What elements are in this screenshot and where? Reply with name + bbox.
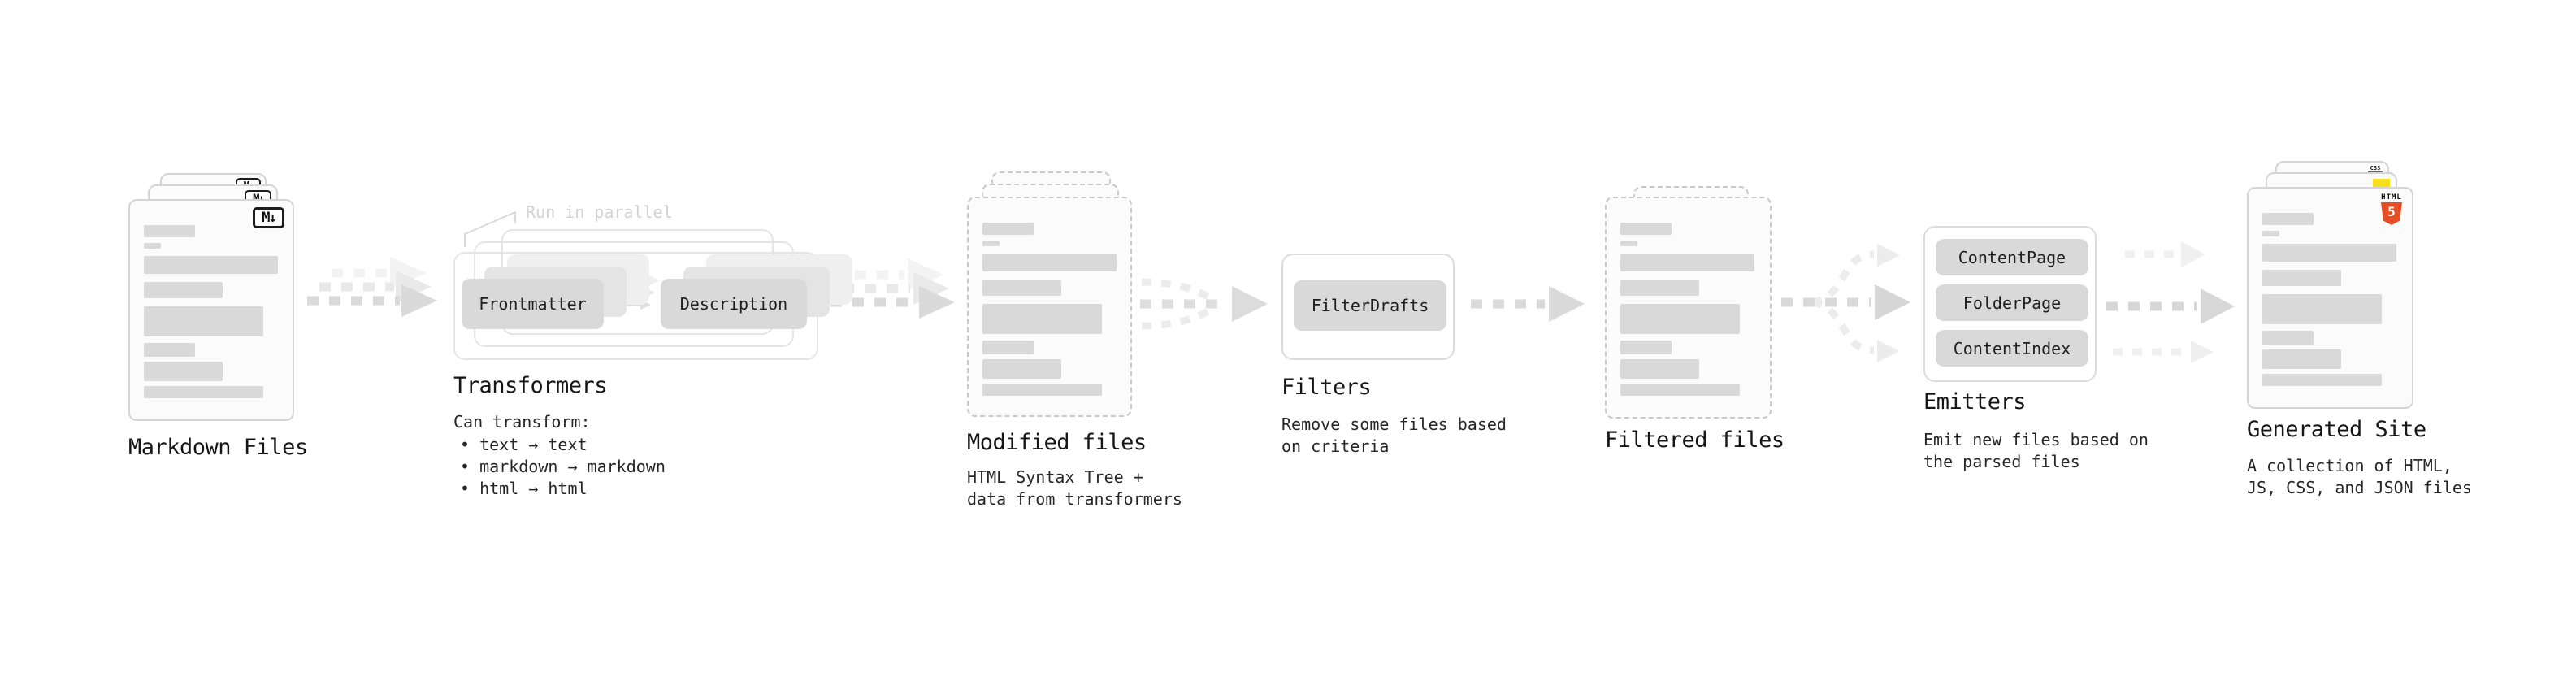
transformers-label: Transformers	[453, 373, 608, 398]
placeholder-bar	[1620, 254, 1754, 271]
placeholder-bar	[144, 343, 195, 357]
placeholder-bar	[982, 254, 1117, 271]
placeholder-bar	[144, 225, 195, 237]
placeholder-bar	[2262, 213, 2314, 225]
emitters-desc-line: the parsed files	[1923, 452, 2080, 471]
placeholder-bar	[144, 282, 223, 298]
modified-files-desc-line: data from transformers	[967, 489, 1182, 509]
arrow-transformers-to-modified	[830, 258, 955, 319]
arrow-emitters-to-generated	[2106, 241, 2235, 363]
transformers-bullet: • markdown → markdown	[460, 457, 666, 476]
placeholder-bar	[144, 306, 263, 336]
folderpage-box: FolderPage	[1936, 284, 2088, 321]
placeholder-bar	[1620, 340, 1672, 354]
contentindex-box: ContentIndex	[1936, 330, 2088, 367]
generated-file-card-front: HTML 5	[2247, 187, 2413, 409]
filtered-file-card-front	[1605, 197, 1772, 419]
generated-site-desc-line: A collection of HTML,	[2247, 456, 2452, 475]
placeholder-bar	[2262, 349, 2341, 369]
placeholder-bar	[982, 241, 1000, 246]
filterdrafts-box: FilterDrafts	[1294, 280, 1446, 331]
placeholder-bar	[144, 256, 278, 274]
placeholder-bar	[2262, 374, 2382, 386]
placeholder-bar	[982, 359, 1061, 379]
emitters-label: Emitters	[1923, 389, 2027, 414]
markdown-file-card-front: M↓	[128, 199, 294, 421]
placeholder-bar	[1620, 304, 1740, 334]
arrow-modified-to-filters	[1140, 278, 1268, 330]
transformers-desc-title: Can transform:	[453, 412, 591, 432]
placeholder-bar	[1620, 359, 1699, 379]
placeholder-bar	[982, 304, 1102, 334]
emitters-container: ContentPage FolderPage ContentIndex	[1923, 226, 2097, 382]
html5-icon-shield: 5	[2381, 202, 2402, 225]
placeholder-bar	[1620, 223, 1672, 235]
placeholder-bar	[982, 384, 1102, 396]
html5-icon: HTML 5	[2381, 193, 2402, 225]
modified-file-card-front	[967, 197, 1132, 417]
filters-desc-line: on criteria	[1281, 436, 1390, 456]
placeholder-bar	[2262, 231, 2279, 236]
placeholder-bar	[982, 280, 1061, 296]
placeholder-bar	[1620, 384, 1740, 396]
placeholder-bar	[2262, 244, 2396, 262]
generated-site-desc: A collection of HTML, JS, CSS, and JSON …	[2247, 455, 2472, 499]
emitters-desc: Emit new files based on the parsed files	[1923, 429, 2149, 473]
modified-files-desc-line: HTML Syntax Tree +	[967, 467, 1143, 487]
frontmatter-box: Frontmatter	[462, 279, 604, 329]
filters-desc-line: Remove some files based	[1281, 414, 1507, 434]
generated-site-label: Generated Site	[2247, 417, 2426, 442]
markdown-icon: M↓	[253, 207, 284, 228]
emitters-desc-line: Emit new files based on	[1923, 430, 2149, 449]
placeholder-bar	[144, 362, 223, 381]
modified-files-desc: HTML Syntax Tree + data from transformer…	[967, 466, 1182, 510]
transformers-bullet: • text → text	[460, 435, 588, 454]
html5-icon-label: HTML	[2381, 193, 2402, 202]
run-in-parallel-leader-line	[464, 211, 516, 247]
contentpage-box: ContentPage	[1936, 239, 2088, 275]
description-box: Description	[661, 279, 807, 329]
transformers-bullet: • html → html	[460, 479, 588, 498]
arrow-filters-to-filtered	[1471, 286, 1585, 322]
placeholder-bar	[1620, 241, 1637, 246]
placeholder-bar	[144, 243, 161, 249]
filters-container: FilterDrafts	[1281, 254, 1455, 360]
placeholder-bar	[982, 340, 1034, 354]
arrow-filtered-to-emitters	[1781, 244, 1910, 362]
modified-files-label: Modified files	[967, 430, 1147, 455]
placeholder-bar	[982, 223, 1034, 235]
placeholder-bar	[2262, 270, 2341, 286]
placeholder-bar	[1620, 280, 1699, 296]
filtered-files-label: Filtered files	[1605, 427, 1785, 453]
generated-site-desc-line: JS, CSS, and JSON files	[2247, 478, 2472, 497]
arrow-markdown-to-transformers	[307, 257, 437, 317]
placeholder-bar	[144, 386, 263, 398]
filters-label: Filters	[1281, 375, 1372, 400]
transformers-bullets: • text → text • markdown → markdown • ht…	[460, 434, 666, 500]
placeholder-bar	[2262, 294, 2382, 324]
javascript-icon	[2373, 179, 2390, 189]
run-in-parallel-note: Run in parallel	[526, 202, 673, 222]
filters-desc: Remove some files based on criteria	[1281, 414, 1507, 458]
placeholder-bar	[2262, 331, 2314, 345]
markdown-files-label: Markdown Files	[128, 435, 308, 460]
